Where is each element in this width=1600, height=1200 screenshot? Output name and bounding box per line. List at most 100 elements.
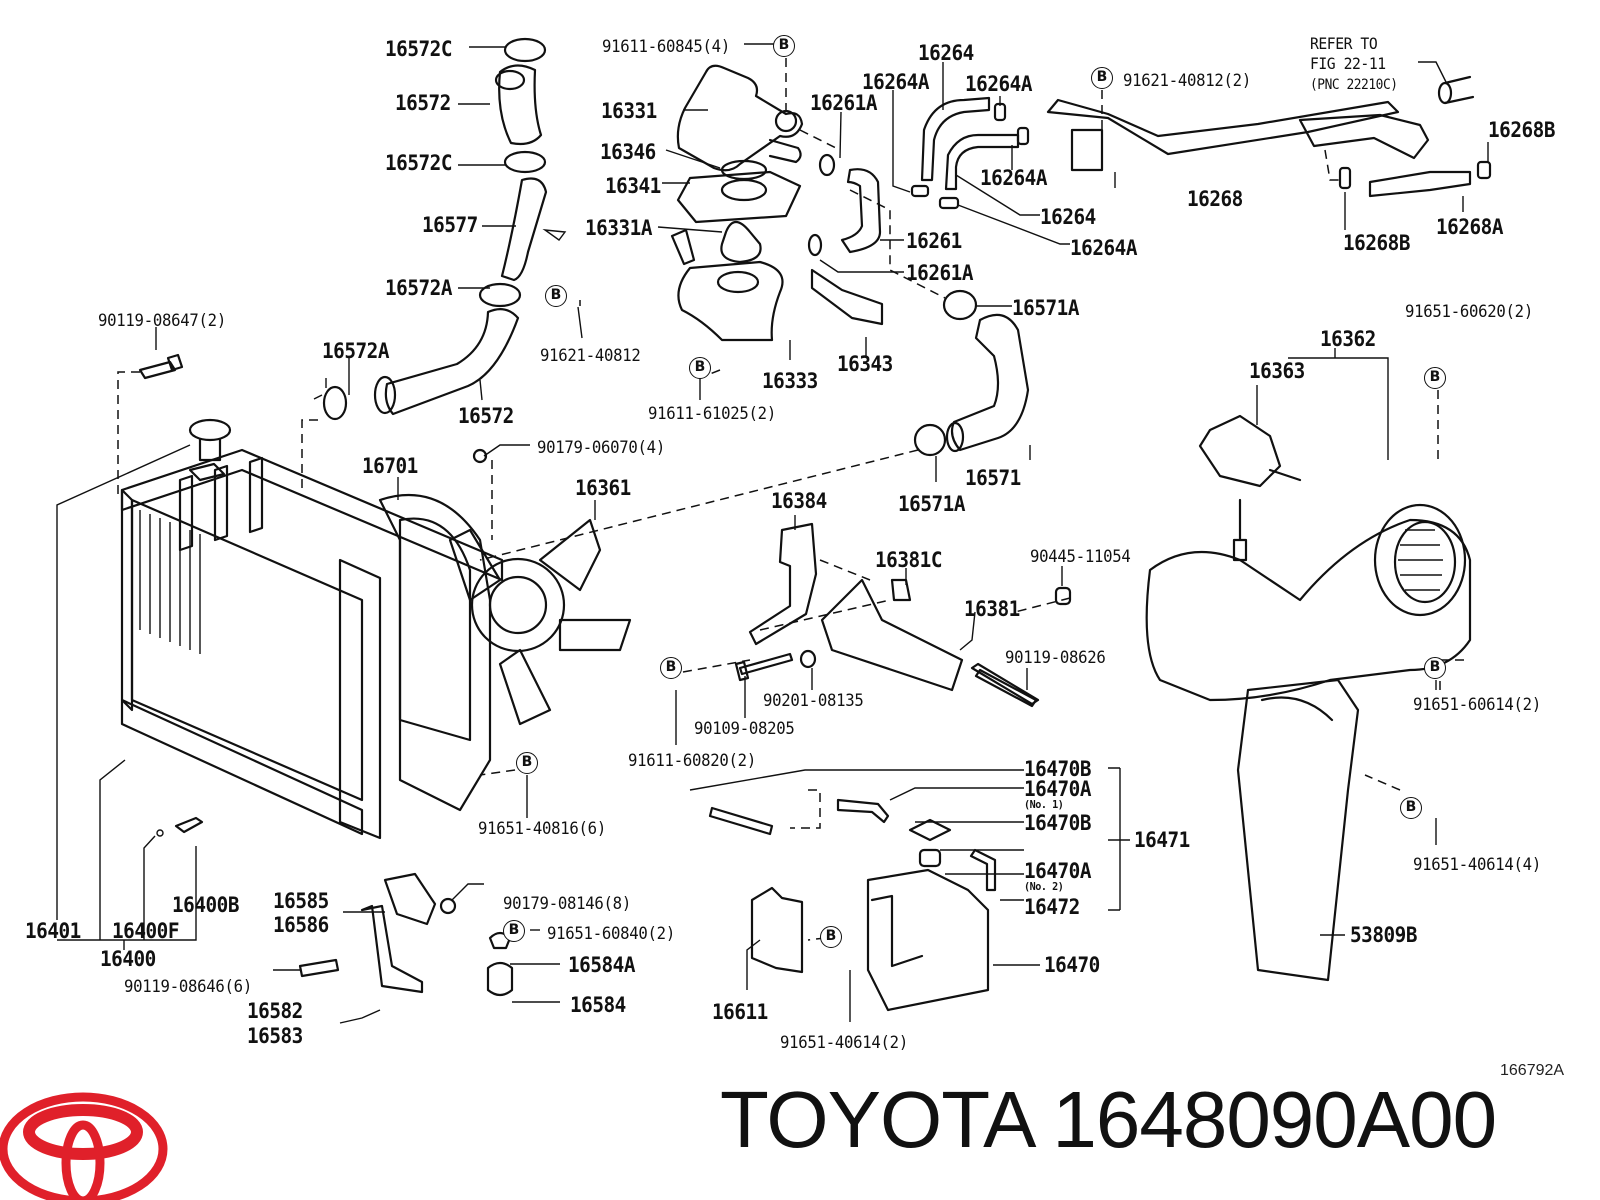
toyota-logo [0,1092,168,1200]
part-label[interactable]: 16384 [771,489,827,513]
part-label[interactable]: 90445-11054 [1030,547,1131,567]
part-label[interactable]: 16363 [1249,359,1305,383]
part-label[interactable]: 16572C [385,151,453,175]
part-label[interactable]: 16470A [1024,777,1092,801]
part-label[interactable]: 90109-08205 [694,719,795,739]
part-label[interactable]: 16586 [273,913,329,937]
part-label[interactable]: 16582 [247,999,303,1023]
part-label[interactable]: 91651-40614(4) [1413,855,1541,875]
product-title: TOYOTA 1648090A00 [720,1075,1497,1165]
bolt-marker-b: B [516,752,538,774]
part-label[interactable]: 16400F [112,919,180,943]
brand-name: TOYOTA [720,1075,1032,1164]
part-label[interactable]: 16572A [322,339,390,363]
part-label[interactable]: 91651-40614(2) [780,1033,908,1053]
drain-cock-16400B [174,816,204,834]
part-label[interactable]: 91651-60840(2) [547,924,675,944]
heater-pipe-16268 [1046,61,1492,198]
part-label[interactable]: 16471 [1134,828,1190,852]
part-label[interactable]: 16611 [712,1000,768,1024]
part-label[interactable]: 91651-40816(6) [478,819,606,839]
part-label[interactable]: 16584 [570,993,626,1017]
bolt-marker-b: B [773,35,795,57]
lower-radiator-hose-16571 [913,289,1030,457]
part-label[interactable]: 16264 [918,41,974,65]
part-label[interactable]: 16571A [1012,296,1080,320]
part-label[interactable]: 16584A [568,953,636,977]
part-label[interactable]: 91611-60820(2) [628,751,756,771]
part-label[interactable]: 91651-60614(2) [1413,695,1541,715]
part-label[interactable]: 16268B [1488,118,1556,142]
part-label[interactable]: 16261A [810,91,878,115]
part-label[interactable]: 90119-08626 [1005,648,1106,668]
part-label[interactable]: 91611-61025(2) [648,404,776,424]
part-label[interactable]: 16261A [906,261,974,285]
part-label[interactable]: 90119-08646(6) [124,977,252,997]
part-label[interactable]: 16572C [385,37,453,61]
part-label[interactable]: 16264A [862,70,930,94]
part-label[interactable]: 91611-60845(4) [602,37,730,57]
part-label[interactable]: 16268B [1343,231,1411,255]
part-label[interactable]: 16341 [605,174,661,198]
toyota-logo-vertical-ellipse [61,1120,105,1200]
part-label[interactable]: 16346 [600,140,656,164]
part-label[interactable]: 16572 [458,404,514,428]
part-label[interactable]: 16264A [980,166,1048,190]
part-label[interactable]: 16472 [1024,895,1080,919]
bolt-90119-08626 [974,668,1038,708]
reference-note-line2: FIG 22-11 [1310,54,1386,73]
radiator-16400 [120,418,504,840]
part-label[interactable]: 16470B [1024,757,1092,781]
air-guide-53809B [1236,678,1360,982]
part-label[interactable]: 16572A [385,276,453,300]
part-label[interactable]: 16572 [395,91,451,115]
part-label[interactable]: 16361 [575,476,631,500]
part-label[interactable]: 90119-08647(2) [98,311,226,331]
washer-90201-08135 [799,649,817,669]
reservoir-tank-16470 [708,798,997,1012]
part-label-note: (No. 2) [1024,880,1064,893]
part-label[interactable]: 91651-60620(2) [1405,302,1533,322]
reference-note-line3: (PNC 22210C) [1310,77,1398,93]
part-label[interactable]: 16381C [875,548,943,572]
part-label[interactable]: 16470 [1044,953,1100,977]
part-label[interactable]: 90201-08135 [763,691,864,711]
bolt-marker-b: B [1400,797,1422,819]
part-label[interactable]: 16268A [1436,215,1504,239]
part-label[interactable]: 16264A [965,72,1033,96]
part-label[interactable]: 16400 [100,947,156,971]
part-label[interactable]: 16470A [1024,859,1092,883]
bolt-marker-b: B [660,657,682,679]
part-label[interactable]: 16264A [1070,236,1138,260]
part-label[interactable]: 16701 [362,454,418,478]
hose-clamp-16572A [313,378,348,421]
part-label[interactable]: 16401 [25,919,81,943]
part-label[interactable]: 16470B [1024,811,1092,835]
cooling-fan-16361 [448,518,632,726]
part-label[interactable]: 16362 [1320,327,1376,351]
bolt-90109-08205 [734,652,794,682]
part-label[interactable]: 16381 [964,597,1020,621]
part-label[interactable]: 16583 [247,1024,303,1048]
part-label[interactable]: 91621-40812 [540,346,641,366]
part-label[interactable]: 16268 [1187,187,1243,211]
part-label[interactable]: 91621-40812(2) [1123,71,1251,91]
part-label[interactable]: 53809B [1350,923,1418,947]
part-label[interactable]: 16331 [601,99,657,123]
part-label[interactable]: 16400B [172,893,240,917]
part-label[interactable]: 16571 [965,466,1021,490]
part-label[interactable]: 16343 [837,352,893,376]
part-label[interactable]: 90179-06070(4) [537,438,665,458]
part-label[interactable]: 16261 [906,229,962,253]
toyota-logo-outer-ring [0,1092,168,1200]
part-label[interactable]: 16331A [585,216,653,240]
part-label[interactable]: 16571A [898,492,966,516]
part-label[interactable]: 16264 [1040,205,1096,229]
part-label[interactable]: 16577 [422,213,478,237]
part-label[interactable]: 16333 [762,369,818,393]
part-label[interactable]: 90179-08146(8) [503,894,631,914]
leader-lines [56,43,1489,1024]
part-label[interactable]: 16585 [273,889,329,913]
bolt-marker-b: B [1091,67,1113,89]
